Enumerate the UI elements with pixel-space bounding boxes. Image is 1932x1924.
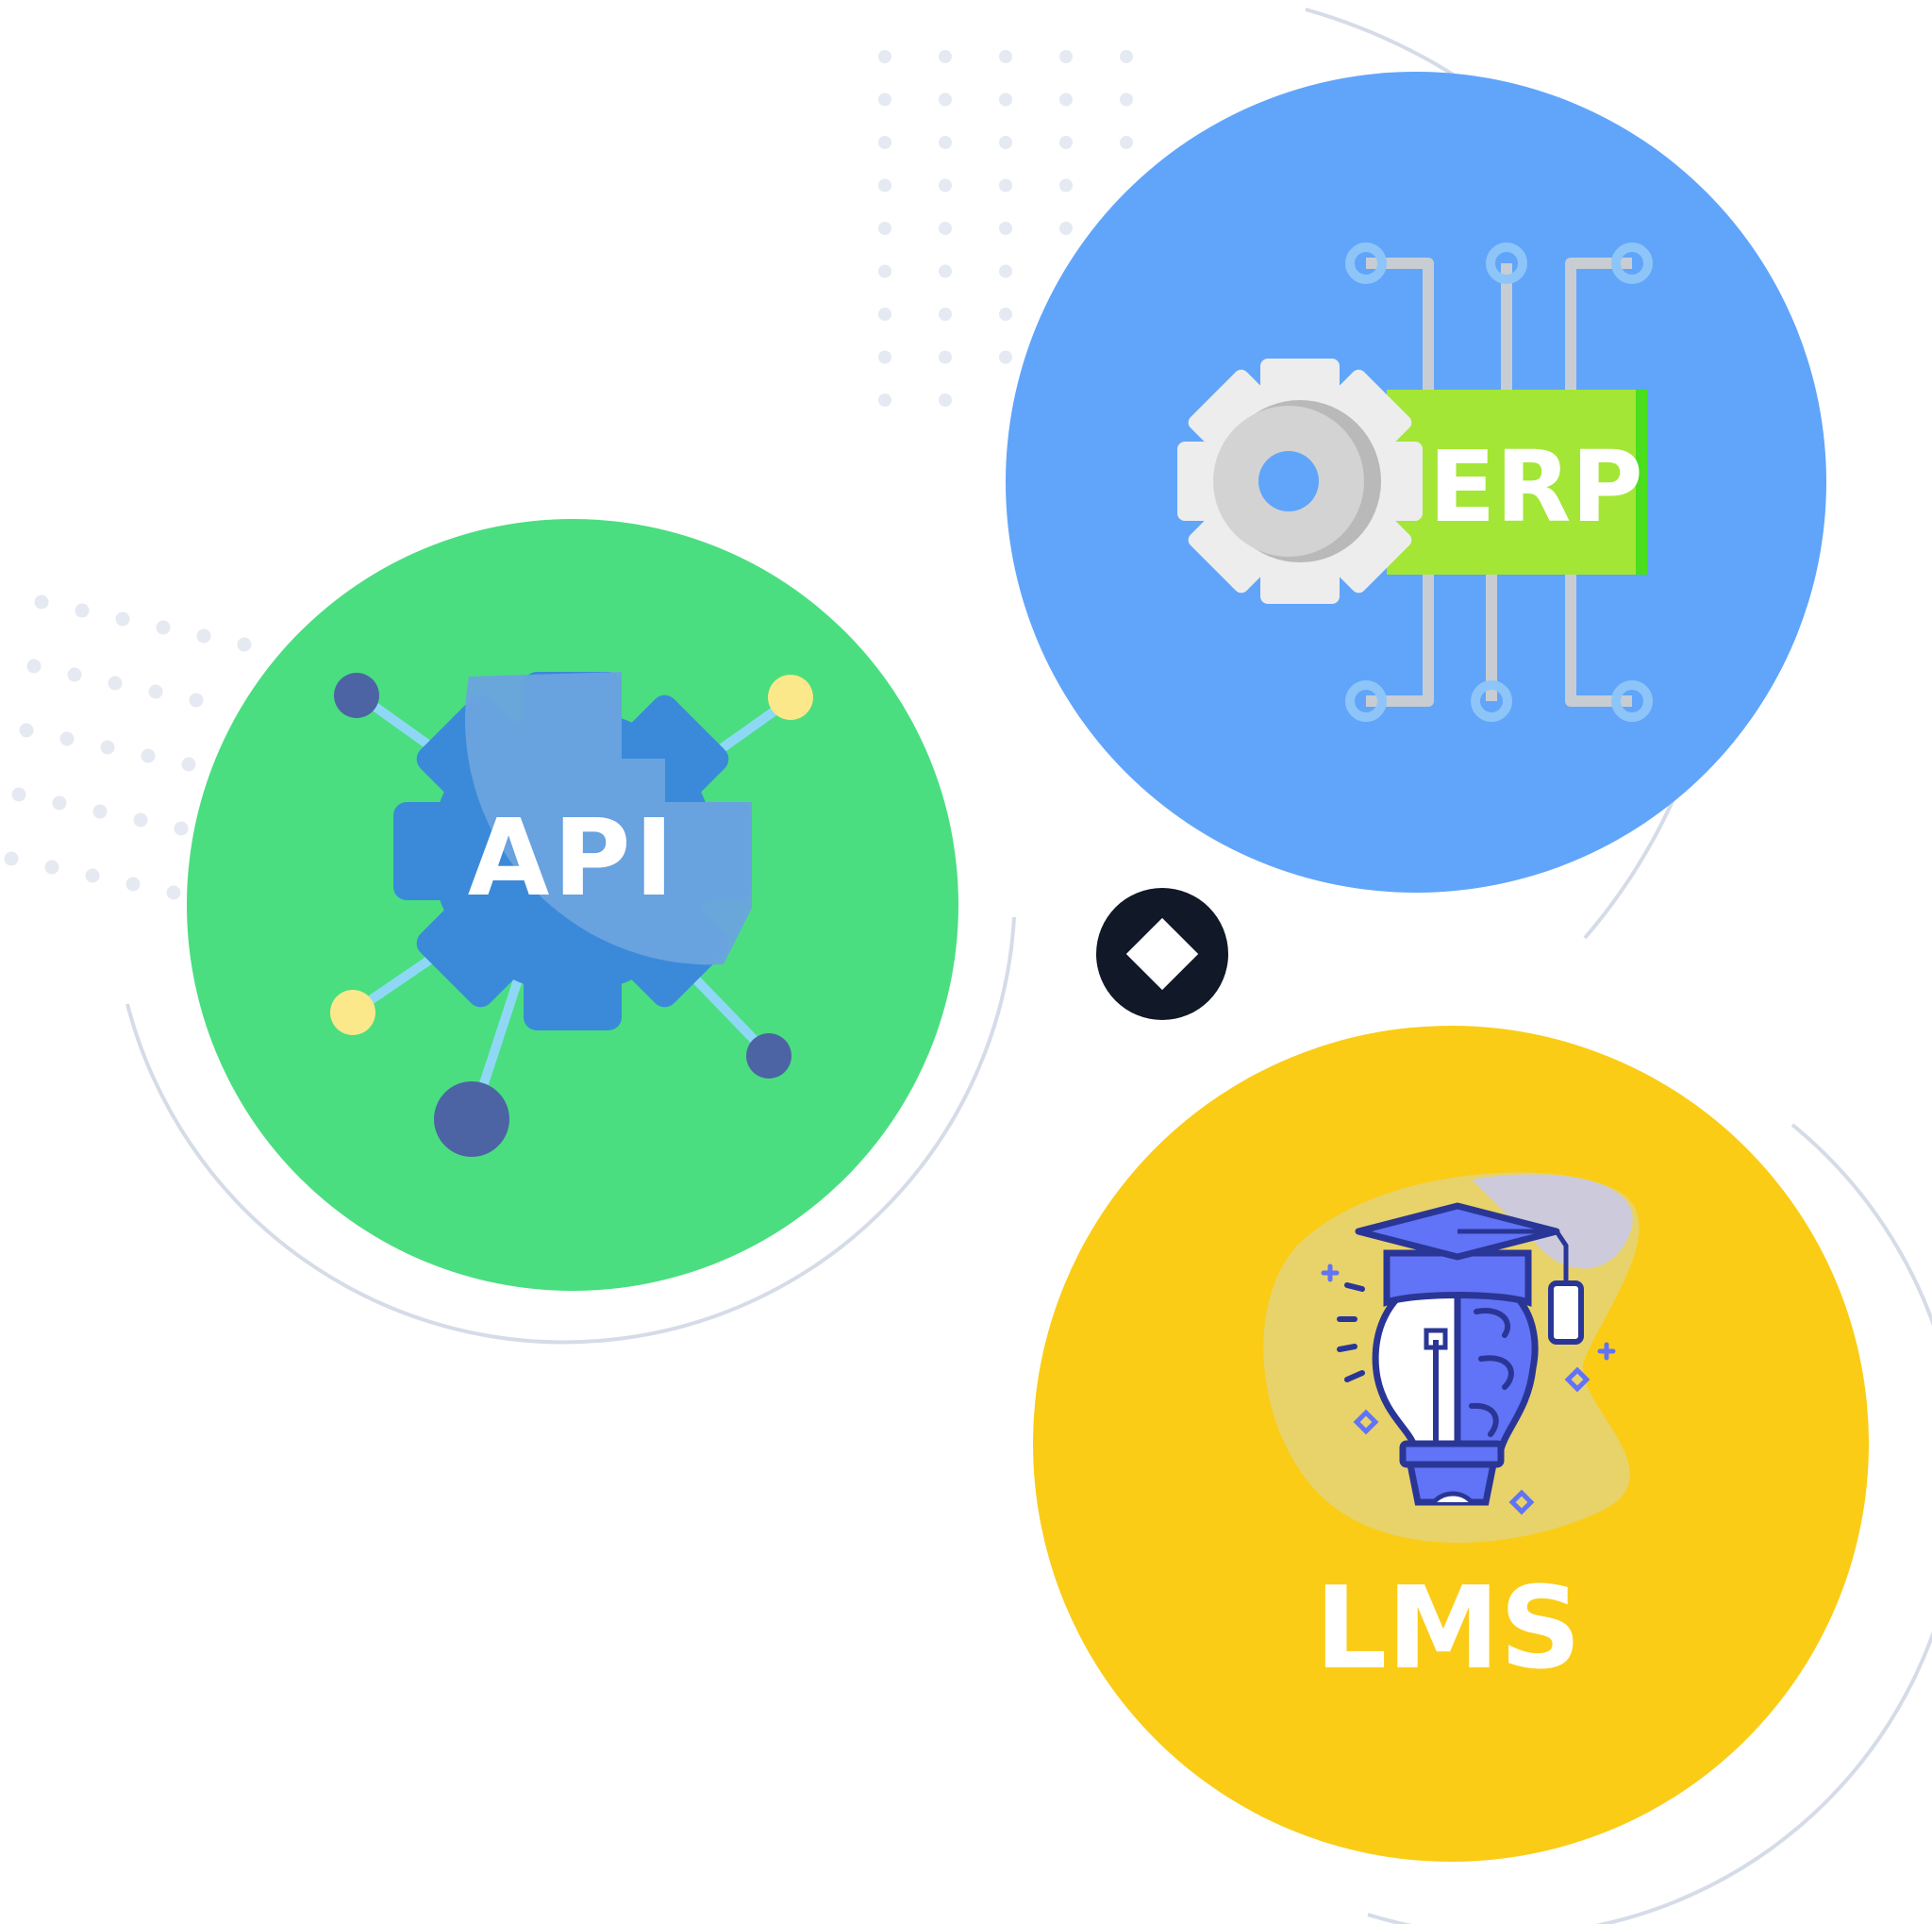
pattern-dot [4, 851, 19, 866]
pattern-dot [166, 885, 181, 900]
erp-label: ERP [1428, 429, 1642, 544]
dot-pattern-top [878, 50, 1133, 407]
pattern-dot [999, 50, 1012, 63]
pattern-dot [1120, 136, 1133, 149]
pattern-dot [174, 821, 189, 836]
pattern-dot [115, 611, 130, 627]
orbit-ring-api [125, 916, 1016, 1345]
pattern-dot [85, 868, 100, 883]
api-gear-network-icon [330, 672, 813, 1157]
pattern-dot [141, 748, 156, 763]
pattern-dot [939, 50, 952, 63]
pattern-dot [939, 178, 952, 192]
pattern-dot [75, 603, 90, 618]
pattern-dot [878, 264, 891, 278]
pattern-dot [34, 594, 49, 610]
pattern-dot [181, 757, 196, 772]
pattern-dot [44, 860, 59, 875]
pattern-dot [26, 659, 42, 674]
pattern-dot [92, 804, 108, 819]
pattern-dot [108, 676, 123, 691]
pattern-dot [59, 731, 75, 746]
pattern-dot [1059, 50, 1073, 63]
lms-label: LMS [1315, 1564, 1581, 1695]
api-node[interactable]: API [187, 519, 958, 1291]
pattern-dot [196, 628, 211, 644]
pattern-dot [939, 393, 952, 407]
pattern-dot [999, 308, 1012, 321]
pattern-dot [133, 812, 148, 828]
erp-node[interactable]: ERP [1006, 72, 1826, 893]
pattern-dot [878, 178, 891, 192]
pattern-dot [999, 92, 1012, 107]
erp-gear-circuit-icon [1177, 243, 1653, 722]
pattern-dot [939, 222, 952, 235]
pattern-dot [19, 723, 34, 738]
pattern-dot [156, 620, 171, 635]
pattern-dot [999, 264, 1012, 278]
pattern-dot [189, 693, 204, 708]
pattern-dot [125, 877, 141, 892]
dot-pattern-left [4, 594, 252, 900]
pattern-dot [999, 350, 1012, 364]
pattern-dot [1120, 50, 1133, 63]
hub[interactable] [1096, 888, 1228, 1020]
pattern-dot [939, 350, 952, 364]
lms-graduation-brain-bulb-icon [1263, 1172, 1640, 1543]
pattern-dot [878, 350, 891, 364]
pattern-dot [939, 136, 952, 149]
pattern-dot [878, 222, 891, 235]
pattern-dot [1059, 178, 1073, 192]
pattern-dot [1059, 92, 1073, 107]
pattern-dot [1120, 92, 1133, 107]
api-label: API [468, 797, 677, 920]
orbit-ring-lms [1367, 1123, 1932, 1924]
pattern-dot [939, 92, 952, 107]
pattern-dot [878, 308, 891, 321]
pattern-dot [939, 264, 952, 278]
pattern-dot [878, 393, 891, 407]
pattern-dot [11, 787, 26, 802]
lms-node[interactable]: LMS [1033, 1026, 1869, 1862]
pattern-dot [999, 222, 1012, 235]
pattern-dot [999, 178, 1012, 192]
pattern-dot [1059, 136, 1073, 149]
pattern-dot [999, 136, 1012, 149]
pattern-dot [878, 50, 891, 63]
pattern-dot [148, 684, 163, 699]
pattern-dot [878, 136, 891, 149]
pattern-dot [52, 795, 67, 811]
pattern-dot [237, 637, 252, 652]
pattern-dot [100, 740, 115, 755]
pattern-dot [939, 308, 952, 321]
pattern-dot [1059, 222, 1073, 235]
pattern-dot [67, 667, 82, 682]
diamond-icon [1125, 917, 1199, 991]
pattern-dot [878, 92, 891, 107]
